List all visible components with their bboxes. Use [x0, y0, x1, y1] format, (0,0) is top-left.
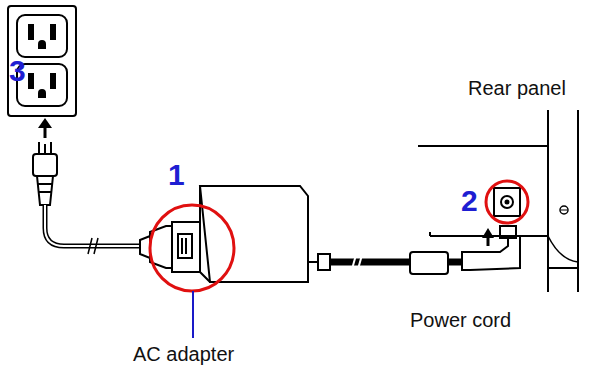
- callout-number: 3: [9, 56, 26, 86]
- insert-arrow: [38, 118, 52, 138]
- highlight-circle: [486, 181, 528, 223]
- rear-panel: [418, 110, 578, 292]
- wall-outlet: [8, 6, 76, 116]
- dc-cord: [330, 226, 520, 274]
- callout-number: 2: [461, 186, 478, 216]
- part-label: Power cord: [410, 310, 511, 330]
- ac-adapter: [140, 186, 330, 282]
- highlight-circle: [150, 205, 234, 291]
- part-label: Rear panel: [468, 78, 566, 98]
- mains-plug: [33, 142, 140, 254]
- callout-number: 1: [168, 160, 185, 190]
- leader-line: [192, 291, 194, 338]
- part-label: AC adapter: [133, 344, 234, 364]
